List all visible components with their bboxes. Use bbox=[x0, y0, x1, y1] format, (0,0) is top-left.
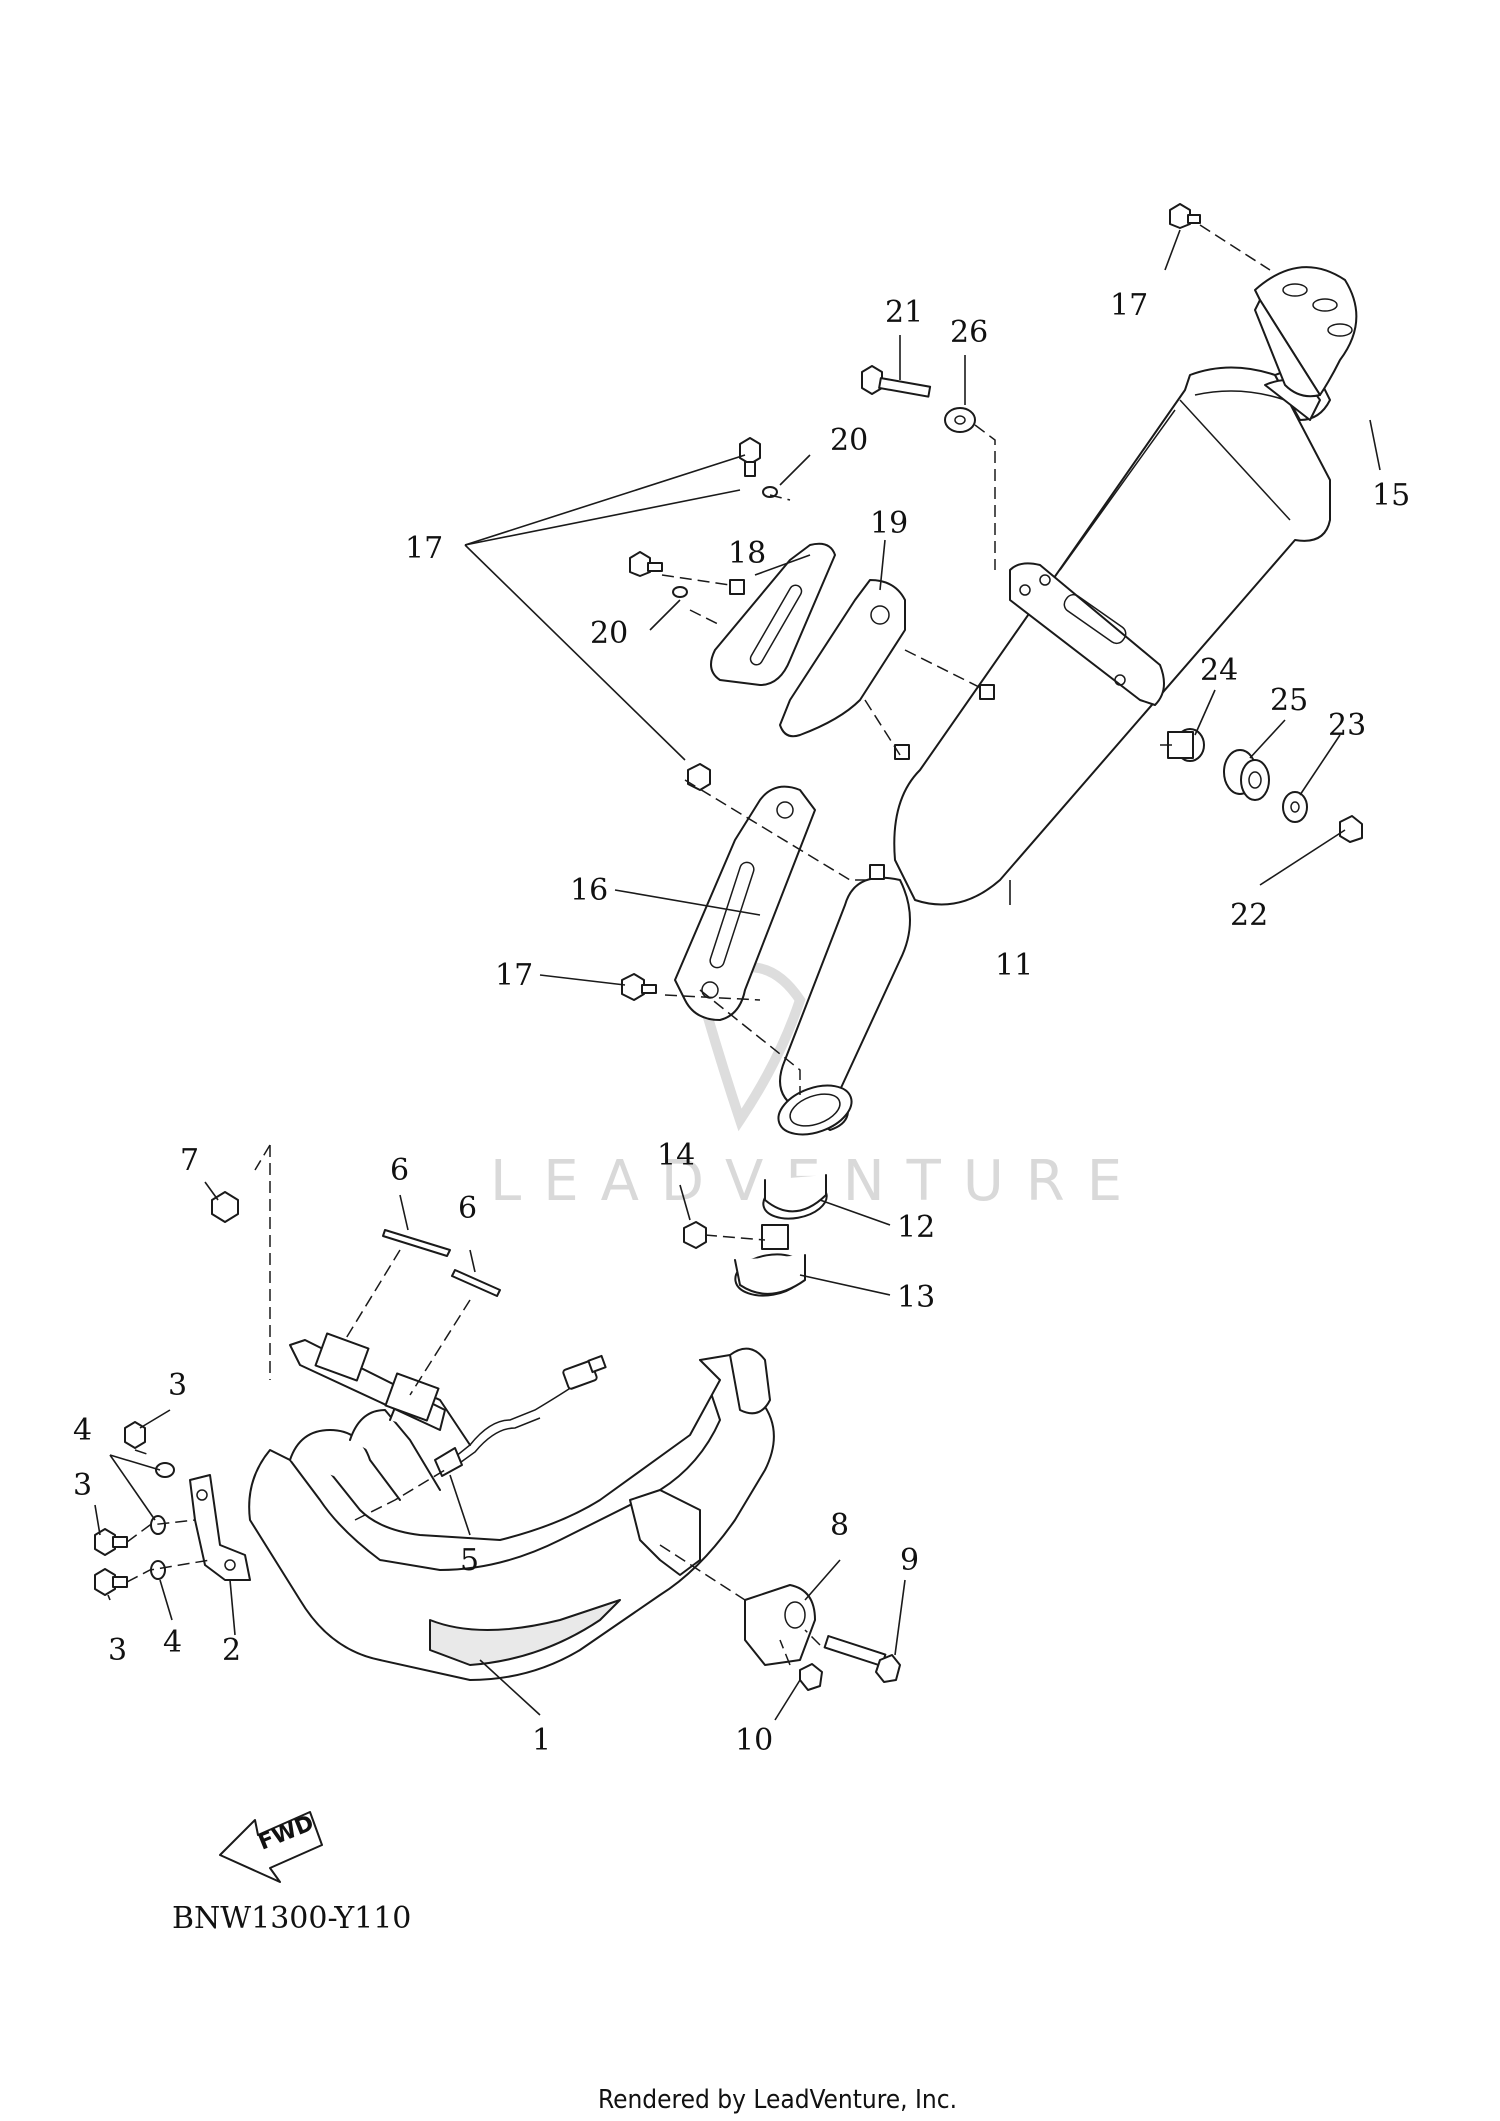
washer-20-b[interactable] bbox=[672, 586, 688, 598]
washer-4-a[interactable] bbox=[155, 1462, 175, 1478]
washer-20-a[interactable] bbox=[762, 486, 778, 498]
protector-plate[interactable] bbox=[710, 542, 836, 686]
bolt-9[interactable] bbox=[823, 1635, 901, 1683]
footer-credit: Rendered by LeadVenture, Inc. bbox=[598, 2085, 957, 2115]
gasket-6-b[interactable] bbox=[451, 1269, 501, 1297]
nut-22[interactable] bbox=[1339, 815, 1363, 843]
bolt-17-top[interactable] bbox=[1169, 203, 1201, 229]
bolt-17-a[interactable] bbox=[739, 437, 761, 477]
callout-17: 17 bbox=[405, 531, 443, 566]
callout-3: 3 bbox=[108, 1633, 127, 1668]
callout-14: 14 bbox=[657, 1138, 695, 1173]
damper-rubber[interactable] bbox=[1223, 749, 1270, 801]
exhaust-header-pipe[interactable] bbox=[248, 1332, 775, 1681]
callout-10: 10 bbox=[735, 1723, 773, 1758]
callout-16: 16 bbox=[570, 873, 608, 908]
callout-5: 5 bbox=[460, 1543, 479, 1578]
bolt-17-d[interactable] bbox=[621, 973, 657, 1001]
bolt-21[interactable] bbox=[861, 365, 932, 398]
callout-2: 2 bbox=[222, 1633, 241, 1668]
callout-4: 4 bbox=[163, 1625, 182, 1660]
protector-bracket[interactable] bbox=[779, 579, 906, 738]
gasket-12[interactable] bbox=[760, 1174, 829, 1223]
callout-26: 26 bbox=[950, 315, 988, 350]
callout-6: 6 bbox=[458, 1191, 477, 1226]
callout-17: 17 bbox=[1110, 288, 1148, 323]
gasket-6-a[interactable] bbox=[382, 1229, 451, 1257]
damper-collar[interactable] bbox=[1167, 728, 1205, 762]
callout-1: 1 bbox=[532, 1723, 551, 1758]
callout-13: 13 bbox=[897, 1280, 935, 1315]
fwd-arrow-icon: FWD bbox=[219, 1811, 323, 1883]
muffler-bracket[interactable] bbox=[674, 785, 816, 1021]
pipe-bracket[interactable] bbox=[189, 1474, 251, 1581]
damper-8[interactable] bbox=[744, 1584, 816, 1666]
callout-23: 23 bbox=[1328, 708, 1366, 743]
muffler[interactable] bbox=[729, 366, 1331, 1144]
callout-15: 15 bbox=[1372, 478, 1410, 513]
callout-12: 12 bbox=[897, 1210, 935, 1245]
washer-4-b[interactable] bbox=[150, 1515, 166, 1535]
callout-22: 22 bbox=[1230, 898, 1268, 933]
callout-25: 25 bbox=[1270, 683, 1308, 718]
washer-26[interactable] bbox=[944, 407, 976, 433]
leader-lines bbox=[94, 229, 1381, 1721]
bolt-3-c[interactable] bbox=[94, 1568, 128, 1596]
bolt-17-c[interactable] bbox=[687, 763, 711, 791]
bolt-17-b[interactable] bbox=[629, 551, 663, 577]
muffler-end-cap[interactable] bbox=[1254, 266, 1358, 398]
callout-20: 20 bbox=[590, 616, 628, 651]
bolt-3-a[interactable] bbox=[124, 1421, 146, 1449]
diagram-code: BNW1300-Y110 bbox=[172, 1901, 411, 1936]
callout-11: 11 bbox=[995, 948, 1033, 983]
callout-24: 24 bbox=[1200, 653, 1238, 688]
callout-18: 18 bbox=[728, 536, 766, 571]
callout-19: 19 bbox=[870, 506, 908, 541]
oxygen-sensor[interactable] bbox=[434, 1354, 607, 1477]
callout-21: 21 bbox=[885, 295, 923, 330]
bolt-3-b[interactable] bbox=[94, 1528, 128, 1556]
callout-20: 20 bbox=[830, 423, 868, 458]
bolt-10[interactable] bbox=[799, 1663, 823, 1691]
assembly-lines bbox=[126, 224, 1271, 1666]
callout-3: 3 bbox=[73, 1468, 92, 1503]
callout-labels: 17 15 21 26 20 17 18 19 20 16 11 17 24 2… bbox=[73, 288, 1410, 1758]
callout-3: 3 bbox=[168, 1368, 187, 1403]
callout-8: 8 bbox=[830, 1508, 849, 1543]
callout-6: 6 bbox=[390, 1153, 409, 1188]
callout-4: 4 bbox=[73, 1413, 92, 1448]
callout-7: 7 bbox=[180, 1143, 199, 1178]
clamp-13[interactable] bbox=[732, 1224, 808, 1301]
washer-23[interactable] bbox=[1282, 791, 1308, 823]
callout-17: 17 bbox=[495, 958, 533, 993]
callout-9: 9 bbox=[900, 1543, 919, 1578]
bolt-14[interactable] bbox=[683, 1221, 707, 1249]
